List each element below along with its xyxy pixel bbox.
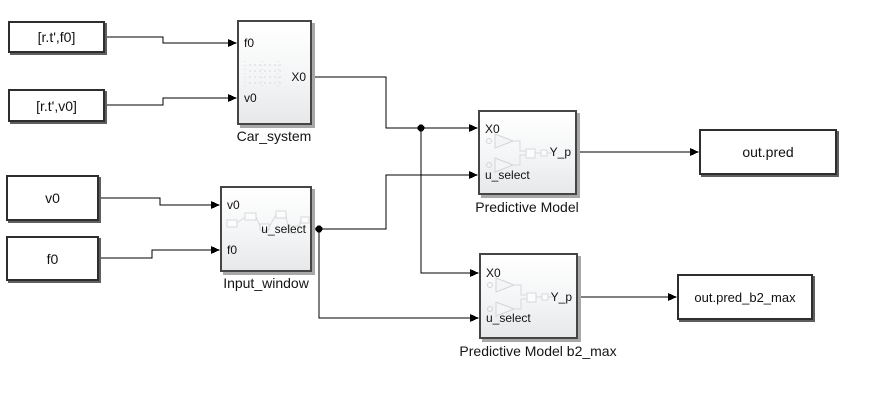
port-label-x0: X0 [291,70,306,84]
wire-car-x0-to-pm-x0[interactable] [312,76,472,129]
predictive-model-b2-max-thumbnail-icon [487,277,553,317]
arrowhead [211,201,220,209]
source-block-rt-v0[interactable]: [r.t',v0] [8,89,105,122]
subsystem-predictive-model[interactable]: X0 u_select Y_p [478,110,577,195]
subsystem-input-window[interactable]: v0 f0 u_select [220,186,312,272]
arrowhead [470,314,479,322]
port-label-y-p: Y_p [550,290,572,304]
arrowhead [690,148,699,156]
port-label-f0: f0 [244,36,255,50]
predictive-model-thumbnail-icon [486,133,552,173]
car-system-thumbnail-icon [244,61,284,89]
sink-label: out.pred [742,144,794,160]
block-caption-car-system: Car_system [236,128,312,144]
port-label-x0: X0 [486,266,501,280]
wire-rtv0-to-car-v0[interactable] [103,97,231,106]
arrowhead [211,246,220,254]
block-caption-predictive-model: Predictive Model [475,199,579,215]
subsystem-predictive-model-b2-max[interactable]: X0 u_select Y_p [479,253,578,339]
wire-uselect-branch-to-b2-uselect[interactable] [318,229,473,319]
subsystem-car-system[interactable]: f0 v0 X0 [237,20,312,125]
sink-label: out.pred_b2_max [694,289,796,305]
source-label: v0 [45,190,60,206]
sink-block-out-pred-b2-max[interactable]: out.pred_b2_max [677,274,813,320]
sink-block-out-pred[interactable]: out.pred [699,129,837,175]
port-label-x0: X0 [485,122,500,136]
port-label-v0: v0 [227,198,240,212]
port-label-f0: f0 [227,243,238,257]
arrowhead [469,124,478,132]
arrowhead [228,94,237,102]
port-label-u-select: u_select [261,222,306,236]
source-block-rt-f0[interactable]: [r.t',f0] [8,21,105,53]
arrowhead [470,269,479,277]
source-label: [r.t',v0] [36,97,77,114]
port-label-v0: v0 [244,91,257,105]
wire-rtf0-to-car-f0[interactable] [103,36,231,44]
arrowhead [228,39,237,47]
block-caption-predictive-model-b2-max: Predictive Model b2_max [459,343,617,359]
wire-iw-uselect-to-pm-uselect[interactable] [312,174,472,230]
wire-v0-to-iw-v0[interactable] [97,197,214,206]
wire-f0-to-iw-f0[interactable] [97,249,214,259]
input-window-thumbnail-icon [226,210,310,234]
port-label-u-select: u_select [486,311,531,325]
arrowhead [668,293,677,301]
port-label-y-p: Y_p [549,145,571,159]
source-label: f0 [46,250,59,267]
block-caption-input-window: Input_window [223,275,309,291]
arrowhead [469,171,478,179]
source-block-f0[interactable]: f0 [6,236,99,281]
source-label: [r.t',f0] [37,29,76,45]
source-block-v0[interactable]: v0 [6,175,99,221]
wire-x0-branch-to-b2-x0[interactable] [420,128,473,274]
port-label-u-select: u_select [485,168,530,182]
